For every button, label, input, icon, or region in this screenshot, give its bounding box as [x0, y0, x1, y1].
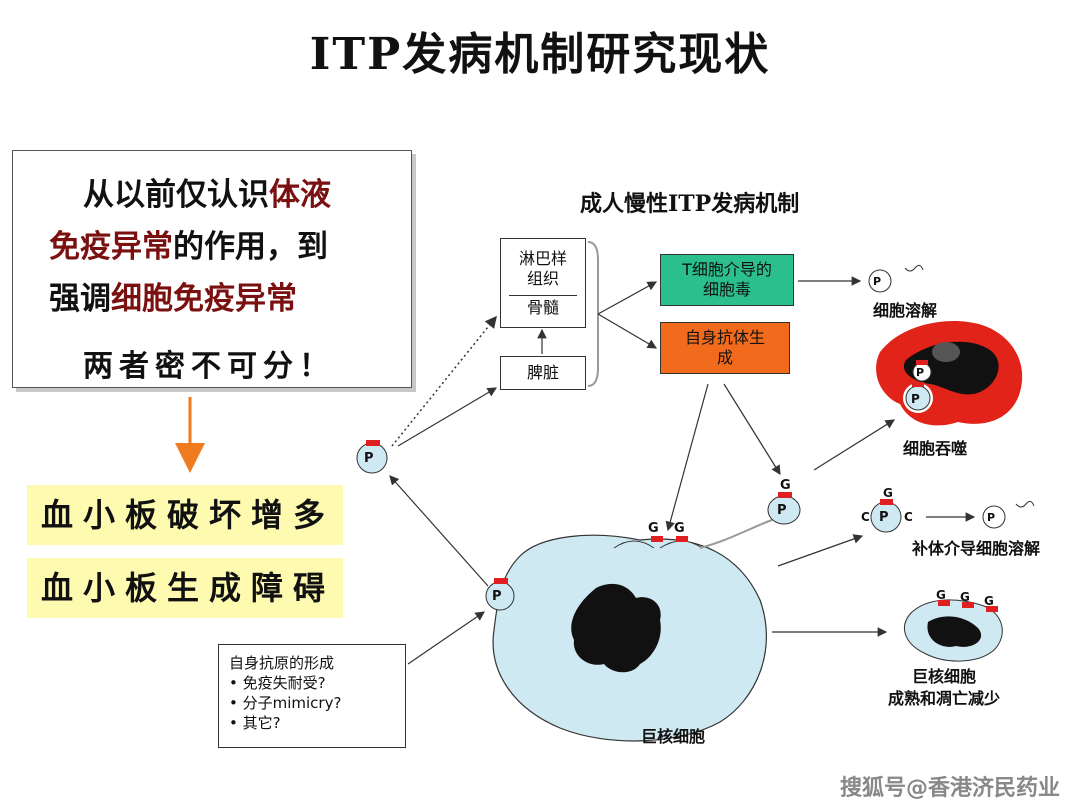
platelet-letter: P — [777, 503, 787, 518]
platelet-letter: P — [879, 510, 889, 525]
platelet-letter: P — [987, 511, 996, 524]
antibody-letter: G — [780, 478, 791, 493]
intro-text: 的作用，到 — [173, 229, 328, 265]
arrow-to-phagocytosis — [813, 419, 896, 471]
platelet-letter: P — [911, 392, 920, 406]
antibody-mark — [962, 602, 974, 608]
intro-line-1: 从以前仅认识体液 — [83, 169, 331, 214]
intro-highlight: 细胞免疫异常 — [111, 281, 297, 317]
antibody-mark — [778, 492, 792, 498]
lymph-bone-marrow-node: 淋巴样组织 骨髓 — [500, 238, 586, 328]
intro-line-2: 免疫异常的作用，到 — [49, 221, 328, 266]
antibody-mark — [938, 600, 950, 606]
antibody-letter: G — [936, 588, 946, 602]
antibody-letter: G — [648, 521, 659, 536]
antibody-label: 自身抗体生成 — [684, 328, 765, 367]
platelet-letter: P — [492, 589, 502, 604]
intro-text: 强调 — [49, 281, 111, 317]
autoantigen-box: 自身抗原的形成 • 免疫失耐受? • 分子mimicry? • 其它? — [218, 644, 406, 748]
antigen-bullet: • 免疫失耐受? — [229, 674, 326, 692]
macrophage-inclusion — [932, 342, 960, 362]
antibody-letter: G — [883, 486, 893, 500]
arrow-to-complement — [777, 534, 864, 567]
mk-reduced-label-1: 巨核细胞 — [911, 667, 976, 686]
antibody-mark — [986, 606, 998, 612]
megakaryocyte-label: 巨核细胞 — [640, 727, 705, 746]
proplatelet-thread — [699, 519, 773, 549]
complement-letter: C — [861, 510, 870, 524]
intro-highlight: 免疫异常 — [49, 229, 173, 265]
antibody-mark — [366, 440, 380, 446]
platelet-letter: P — [873, 275, 882, 288]
outcome-destruction: 血小板破坏增多 — [27, 485, 343, 545]
intro-conclusion: 两者密不可分！ — [83, 349, 335, 384]
intro-line-3: 强调细胞免疫异常 — [49, 273, 297, 318]
mk-bump — [613, 540, 655, 549]
page-title: ITP发病机制研究现状 — [309, 29, 771, 80]
tcell-cytotoxicity-node: T细胞介导的细胞毒 — [660, 254, 794, 306]
lysed-platelet-icon — [868, 269, 892, 293]
spleen-node: 脾脏 — [500, 356, 586, 390]
antibody-mark — [676, 536, 688, 542]
arrow-mk-to-platelet — [389, 475, 489, 587]
antibody-mark — [880, 499, 893, 505]
debris-icon — [904, 264, 924, 272]
lymph-label: 淋巴样组织 — [518, 249, 567, 288]
antigen-title: 自身抗原的形成 — [229, 654, 335, 672]
antibody-mark — [916, 360, 928, 365]
complement-lysis-label: 补体介导细胞溶解 — [911, 539, 1040, 558]
macrophage-nucleus — [903, 341, 999, 395]
antibody-mark — [912, 382, 924, 387]
intro-box: 从以前仅认识体液 免疫异常的作用，到 强调细胞免疫异常 两者密不可分！ — [12, 150, 412, 388]
antigen-bullet: • 其它? — [229, 714, 281, 732]
mk-reduced-label-2: 成熟和凋亡减少 — [887, 689, 1000, 708]
watermark: 搜狐号@香港济民药业 — [839, 776, 1060, 801]
arrow-platelet-to-spleen — [397, 387, 498, 447]
antibody-letter: G — [960, 590, 970, 604]
antigen-bullet: • 分子mimicry? — [229, 694, 342, 712]
bone-marrow-label: 骨髓 — [526, 298, 559, 317]
divider — [509, 295, 577, 296]
bracket — [587, 241, 599, 387]
platelet-letter: P — [364, 451, 374, 466]
antibody-letter: G — [984, 594, 994, 608]
antibody-mark — [494, 578, 508, 584]
intro-highlight: 体液 — [269, 177, 331, 213]
megakaryocyte-nucleus — [571, 583, 661, 673]
arrow-antibody-to-platelet — [723, 383, 781, 476]
antibody-mark — [651, 536, 663, 542]
arrow-to-tcell — [597, 281, 658, 315]
arrow-to-antibody — [597, 313, 658, 349]
arrow-platelet-to-lymph — [391, 315, 497, 447]
lysed-platelet-icon — [982, 505, 1006, 529]
spleen-label: 脾脏 — [526, 363, 559, 382]
phagocytosis-label: 细胞吞噬 — [902, 439, 967, 458]
platelet-letter: P — [916, 366, 925, 379]
antibody-letter: G — [674, 521, 685, 536]
small-mk-nucleus — [927, 616, 982, 647]
debris-icon — [1015, 500, 1035, 508]
outcome-production: 血小板生成障碍 — [27, 558, 343, 618]
cell-lysis-label: 细胞溶解 — [872, 301, 937, 320]
arrow-antibody-to-mk — [665, 383, 709, 532]
tcell-label: T细胞介导的细胞毒 — [682, 260, 772, 299]
intro-text: 从以前仅认识 — [83, 177, 269, 213]
arrow-antigen-to-mk — [407, 611, 485, 665]
autoantibody-node: 自身抗体生成 — [660, 322, 790, 374]
diagram-title: 成人慢性ITP发病机制 — [580, 191, 800, 217]
complement-letter: C — [904, 510, 913, 524]
